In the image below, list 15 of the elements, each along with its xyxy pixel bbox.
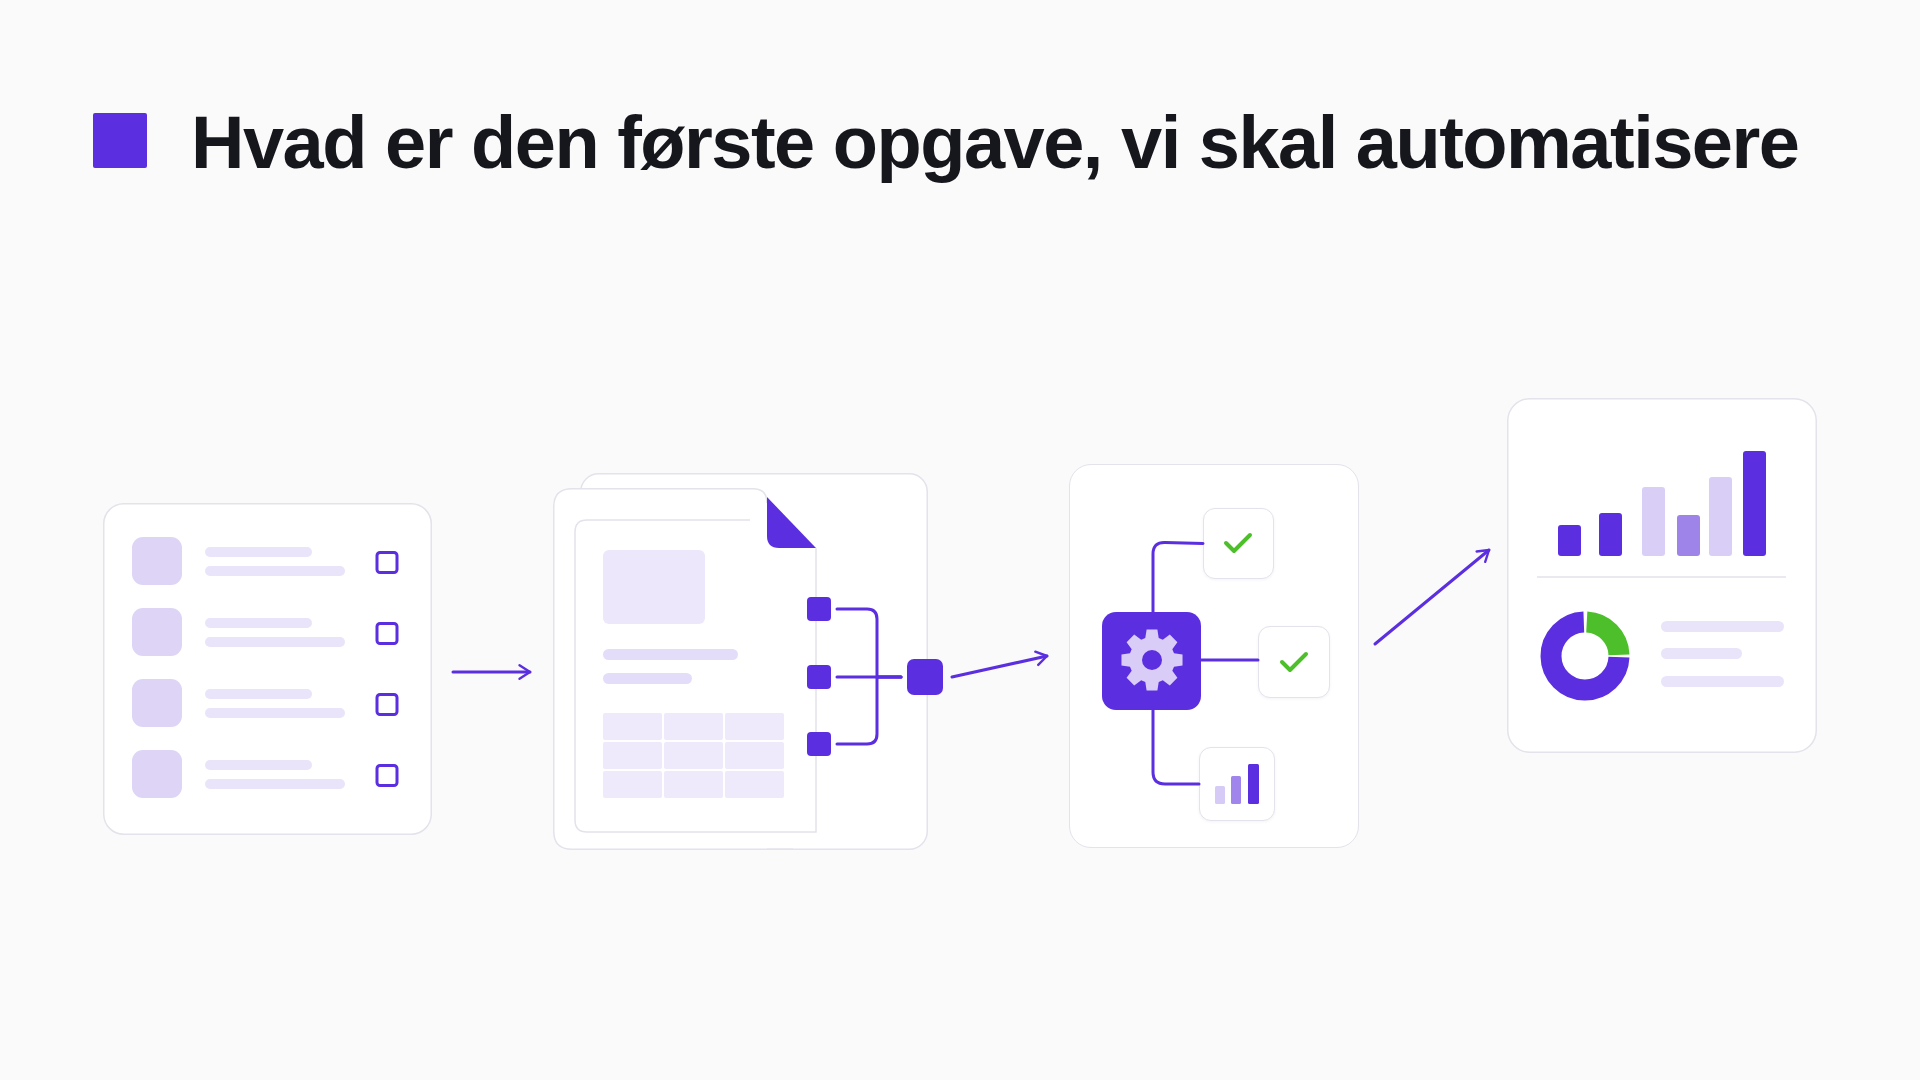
arrow	[451, 664, 532, 680]
arrow	[950, 650, 1049, 679]
connector-line	[1199, 658, 1260, 662]
result-card	[1203, 508, 1274, 579]
merge-square	[907, 659, 943, 695]
port-square	[807, 732, 831, 756]
connector-line	[1151, 708, 1201, 786]
port-square	[807, 665, 831, 689]
result-card	[1258, 626, 1330, 698]
connector-line	[835, 675, 903, 746]
result-card	[1199, 747, 1275, 821]
arrow	[1373, 548, 1491, 646]
port-square	[807, 597, 831, 621]
process-card	[1069, 464, 1359, 848]
connector-line	[1151, 540, 1205, 614]
